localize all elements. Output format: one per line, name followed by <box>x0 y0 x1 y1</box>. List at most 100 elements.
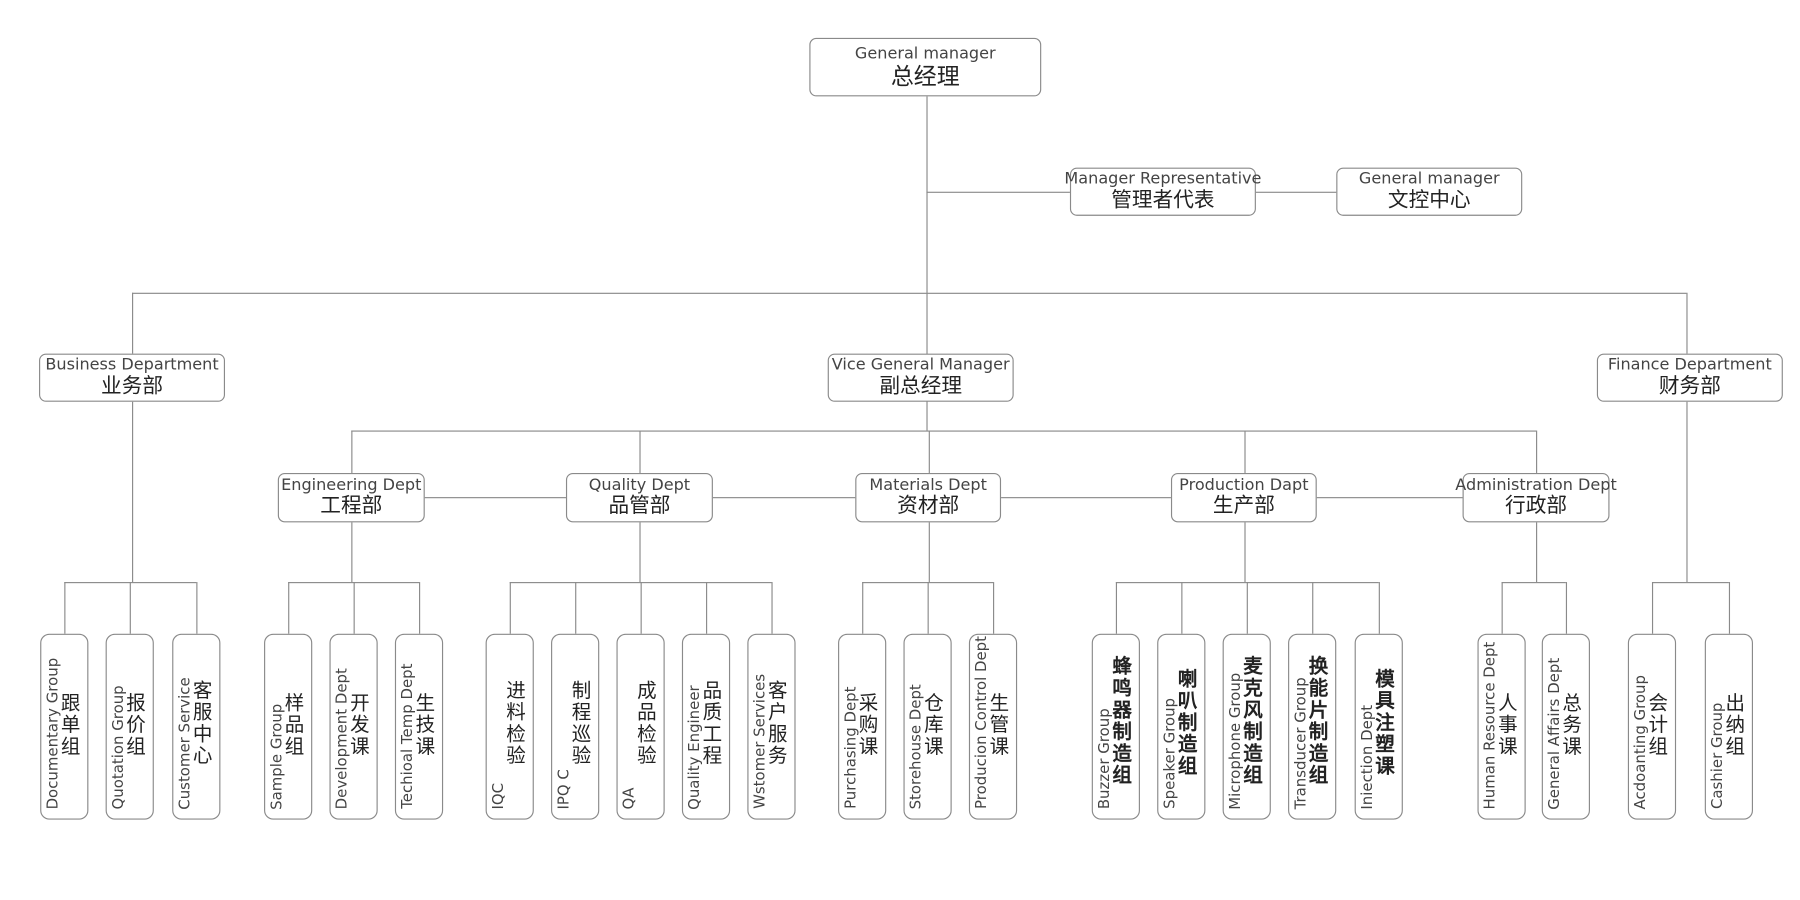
leaf-zh: 生技课 <box>410 691 434 758</box>
connector-line <box>1651 582 1654 634</box>
node-zh: 资材部 <box>897 493 960 519</box>
leaf-zh: 会计组 <box>1643 691 1667 758</box>
connector-line <box>419 582 421 634</box>
node-en: Production Dapt <box>1179 476 1309 495</box>
node-zh: 文控中心 <box>1387 188 1471 213</box>
connector-line <box>1181 582 1183 634</box>
connector-line <box>351 430 1537 432</box>
node-zh: 业务部 <box>101 374 164 399</box>
leaf-zh: 跟单组 <box>56 691 80 758</box>
connector-line <box>862 582 994 584</box>
leaf-zh: 成品检验 <box>632 679 656 767</box>
connector-line <box>288 582 290 634</box>
connector-line <box>639 430 641 473</box>
connector-line <box>1244 430 1246 473</box>
leaf-zh: 生管课 <box>984 691 1008 758</box>
connector-line <box>928 430 930 473</box>
leaf-en: IQC <box>490 782 508 810</box>
leaf-zh: 喇叭制造组 <box>1173 667 1197 777</box>
connector-line <box>639 522 641 583</box>
connector-line <box>1246 582 1248 634</box>
connector-line <box>196 582 198 634</box>
connector-line <box>926 96 928 431</box>
connector-line <box>132 292 1687 294</box>
leaf-zh: 制程巡验 <box>567 679 591 767</box>
node-zh: 总经理 <box>890 62 960 90</box>
node-en: Materials Dept <box>869 476 987 495</box>
connector-line <box>771 582 773 634</box>
connector-line <box>1651 582 1729 584</box>
leaf-zh: 换能片制造组 <box>1304 655 1328 787</box>
connector-line <box>132 292 134 354</box>
connector-line <box>640 582 642 634</box>
connector-line <box>1536 430 1538 473</box>
node-en: Administration Dept <box>1455 476 1617 495</box>
connector-line <box>928 522 930 583</box>
node-en: General manager <box>1358 170 1500 189</box>
leaf-zh: 品质工程 <box>697 679 721 767</box>
node-en: Finance Department <box>1607 356 1772 375</box>
node-general-manager: General manager 总经理 <box>809 37 1042 97</box>
leaf-zh: 出纳组 <box>1720 691 1744 758</box>
node-manager-representative: Manager Representative 管理者代表 <box>1064 167 1261 216</box>
connector-line <box>862 582 864 634</box>
leaf-zh: 总务课 <box>1557 691 1581 758</box>
leaf-zh: 仓库课 <box>919 691 943 758</box>
node-zh: 生产部 <box>1212 493 1275 519</box>
leaf-zh: 模具注塑课 <box>1370 667 1394 777</box>
connector-line <box>706 582 708 634</box>
connector-line <box>64 582 197 584</box>
connector-line <box>1115 582 1118 634</box>
leaf-zh: 蜂鸣器制造组 <box>1107 655 1131 787</box>
node-finance-department: Finance Department 财务部 <box>1596 353 1783 402</box>
node-leaf-quality: IQC 进料检验 <box>485 633 534 820</box>
connector-line <box>424 497 566 499</box>
node-vice-general-manager: Vice General Manager 副总经理 <box>827 353 1014 402</box>
connector-line <box>1686 401 1688 583</box>
connector-line <box>1316 497 1463 499</box>
connector-line <box>712 497 856 499</box>
leaf-zh: 客服中心 <box>188 679 212 767</box>
node-en: Manager Representative <box>1064 170 1262 189</box>
leaf-zh: 报价组 <box>121 691 145 758</box>
connector-line <box>509 582 511 634</box>
node-zh: 工程部 <box>320 493 383 519</box>
connector-line <box>129 582 131 634</box>
connector-line <box>288 582 420 584</box>
node-zh: 行政部 <box>1505 493 1568 519</box>
leaf-zh: 样品组 <box>280 691 304 758</box>
leaf-zh: 客户服务 <box>763 679 787 767</box>
node-en: Engineering Dept <box>281 476 422 495</box>
leaf-zh: 采购课 <box>854 691 878 758</box>
connector-line <box>132 401 134 583</box>
connector-line <box>1244 522 1246 583</box>
connector-line <box>1686 292 1688 354</box>
leaf-en: QA <box>621 787 639 810</box>
connector-line <box>1115 582 1379 584</box>
connector-line <box>1378 582 1380 634</box>
node-document-control: General manager 文控中心 <box>1336 167 1523 216</box>
leaf-zh: 进料检验 <box>501 679 525 767</box>
node-zh: 财务部 <box>1658 374 1721 399</box>
node-leaf-quality: QA 成品检验 <box>616 633 665 820</box>
connector-line <box>1536 522 1538 583</box>
